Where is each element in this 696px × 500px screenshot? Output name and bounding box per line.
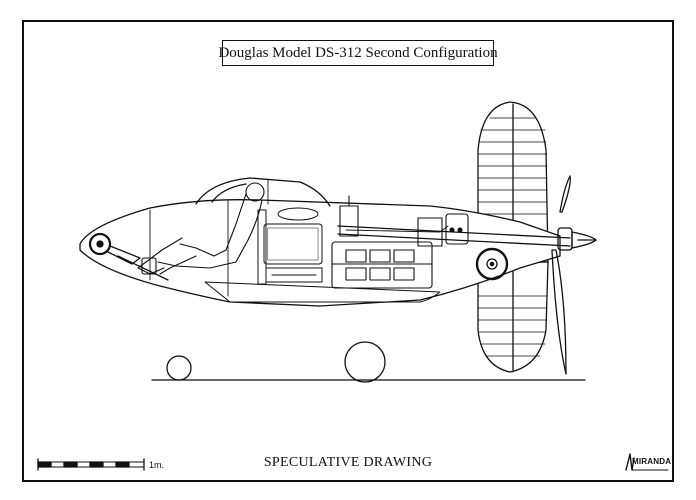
fuselage: [79, 199, 561, 307]
main-wheel-down: [344, 341, 386, 383]
nose-wheel-down: [166, 355, 192, 381]
drawing-title: Douglas Model DS-312 Second Configuratio…: [218, 40, 498, 66]
drawing-border: [22, 20, 674, 482]
artist-signature: MIRANDA: [632, 457, 672, 466]
propeller: [551, 175, 597, 375]
drive-shaft: [337, 225, 571, 247]
scale-bar: [37, 458, 145, 471]
cockpit-equipment: [257, 207, 323, 285]
main-wheel-retracted: [475, 247, 509, 281]
drawing-caption: SPECULATIVE DRAWING: [263, 455, 433, 470]
scale-label: 1m.: [149, 460, 165, 470]
nose-wheel-retracted: [88, 232, 169, 281]
engine: [331, 195, 469, 289]
horizontal-stabilizer: [477, 101, 549, 373]
canopy: [195, 177, 331, 207]
artist-logo: [625, 453, 669, 471]
